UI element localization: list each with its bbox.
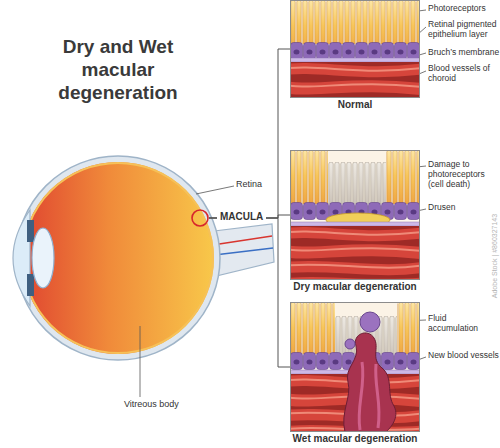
- layer-label: Bruch’s membrane: [428, 48, 500, 58]
- vessel-branch: [376, 364, 379, 428]
- rpe-layer: [290, 42, 420, 58]
- node-heading: Normal: [271, 99, 439, 111]
- callout-label: New blood vessels: [428, 351, 500, 361]
- bruchs-membrane: [290, 222, 420, 226]
- bracket-connector: [209, 218, 290, 367]
- macula-circle: [192, 210, 208, 226]
- new-blood-vessels: [344, 333, 396, 432]
- fluid-bubble: [360, 312, 380, 332]
- dead-photoreceptors: [328, 162, 386, 204]
- lens: [32, 228, 54, 288]
- leader-line: [196, 186, 234, 194]
- node-heading: Wet macular degeneration: [271, 433, 439, 445]
- bracket-connector: [209, 49, 290, 218]
- retina-panel: Normal: [290, 0, 420, 98]
- sclera: [16, 156, 220, 360]
- dry-retina-art: [280, 150, 430, 286]
- layer-label: Blood vessels of choroid: [428, 64, 490, 84]
- diagram-title: Dry and Wet macular degeneration: [28, 36, 208, 104]
- retina-panel: Wet macular degeneration: [290, 302, 420, 432]
- retina-panel: Dry macular degeneration: [290, 150, 420, 280]
- bruchs-membrane: [290, 58, 420, 62]
- callout-label: Fluid accumulation: [428, 314, 483, 334]
- fluid-bubble: [345, 339, 355, 349]
- choroid: [290, 62, 420, 98]
- choroid: [290, 226, 420, 280]
- layer-label: Retinal pigmented epithelium layer: [428, 20, 500, 40]
- iris: [27, 220, 34, 242]
- leader-line: [140, 326, 141, 397]
- watermark: Adobe Stock | #860327143: [491, 201, 499, 311]
- layer-label: Photoreceptors: [428, 4, 500, 14]
- photoreceptor-layer: [290, 0, 420, 44]
- node-heading: MACULA: [217, 211, 266, 223]
- vitreous-body: [22, 162, 214, 354]
- macula-marker: MACULA: [191, 209, 209, 227]
- node-heading: Dry macular degeneration: [271, 281, 439, 293]
- callout-label: Damage to photoreceptors (cell death): [428, 160, 488, 189]
- connector-group: [209, 49, 290, 367]
- callout-label: Drusen: [428, 203, 488, 213]
- photoreceptor-layer: [290, 302, 420, 354]
- photoreceptor-layer: [290, 150, 420, 204]
- wet-retina-art: [280, 302, 430, 434]
- part-label: Retina: [236, 179, 286, 189]
- macula-circle: [191, 209, 209, 227]
- damaged-area: [328, 150, 386, 204]
- part-label: Vitreous body: [124, 399, 214, 409]
- vessel-branch: [359, 362, 363, 430]
- iris: [27, 274, 34, 296]
- retina-layer: [23, 163, 213, 353]
